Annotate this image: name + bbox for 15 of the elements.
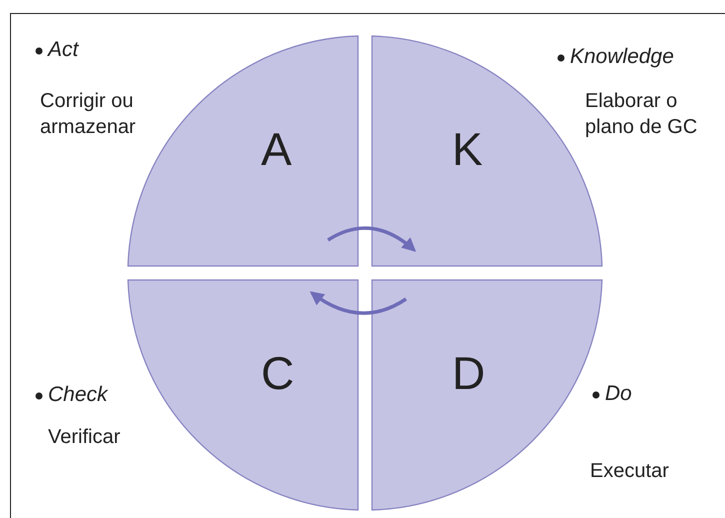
phase-description: Corrigir ou armazenar [40, 89, 137, 140]
phase-description: Elaborar o plano de GC [585, 89, 698, 140]
phase-heading: Knowledge [570, 45, 674, 69]
quadrant-letter: A [261, 126, 292, 172]
phase-heading: Do [605, 382, 632, 406]
quadrant-letter: C [261, 350, 294, 396]
quadrant-letter: K [452, 126, 483, 172]
quadrant-segment [128, 280, 358, 510]
phase-description: Executar [590, 459, 670, 484]
phase-heading: Act [48, 38, 78, 62]
cycle-arrow [310, 291, 407, 315]
phase-description: Verificar [48, 425, 122, 450]
quadrant-letter: D [452, 350, 486, 396]
phase-heading: Check [48, 383, 108, 407]
cycle-arrow [327, 226, 416, 252]
